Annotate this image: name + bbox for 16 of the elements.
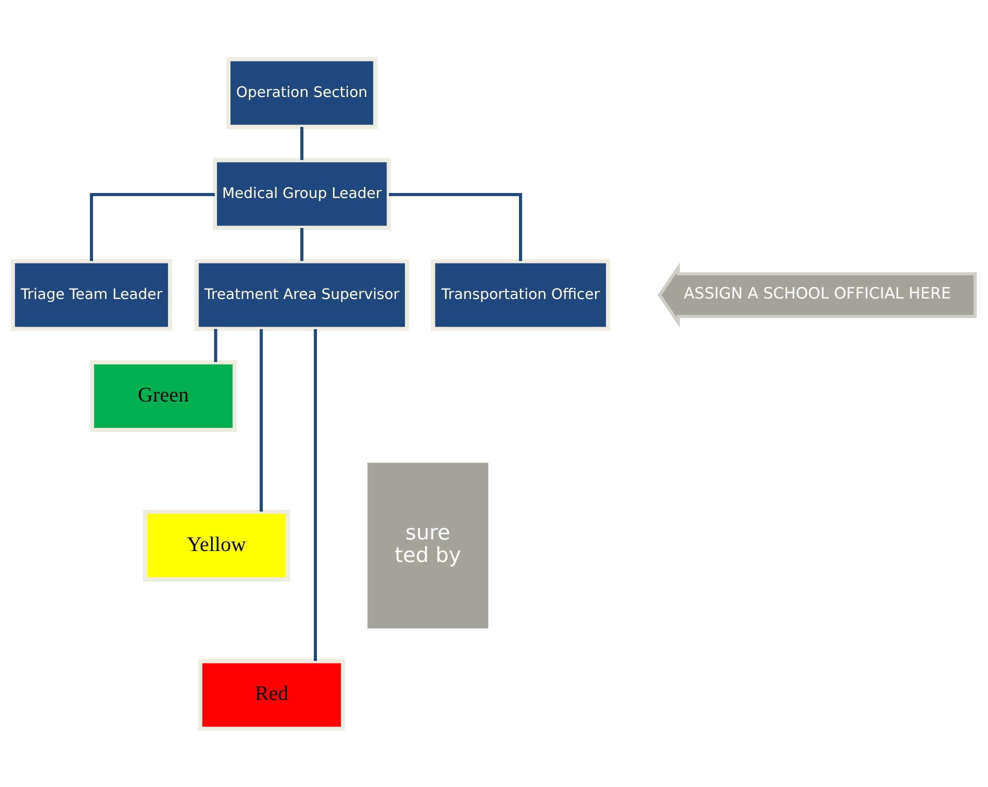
connector <box>300 227 304 261</box>
node-box: Operation Section <box>226 56 378 128</box>
connector <box>300 126 304 160</box>
connector <box>214 328 218 362</box>
node-box: Triage Team Leader <box>10 258 172 330</box>
connector <box>388 192 522 261</box>
node-box: Green <box>90 360 237 432</box>
node-box: Treatment Area Supervisor <box>194 258 410 330</box>
connector <box>314 328 317 660</box>
node-box: Medical Group Leader <box>212 158 391 230</box>
node-box: Yellow <box>143 509 290 581</box>
connector <box>260 328 263 512</box>
node-box: sure ted by <box>367 462 488 628</box>
connector <box>90 192 215 261</box>
node-box: Transportation Officer <box>431 258 610 330</box>
node-box: Red <box>198 658 346 730</box>
